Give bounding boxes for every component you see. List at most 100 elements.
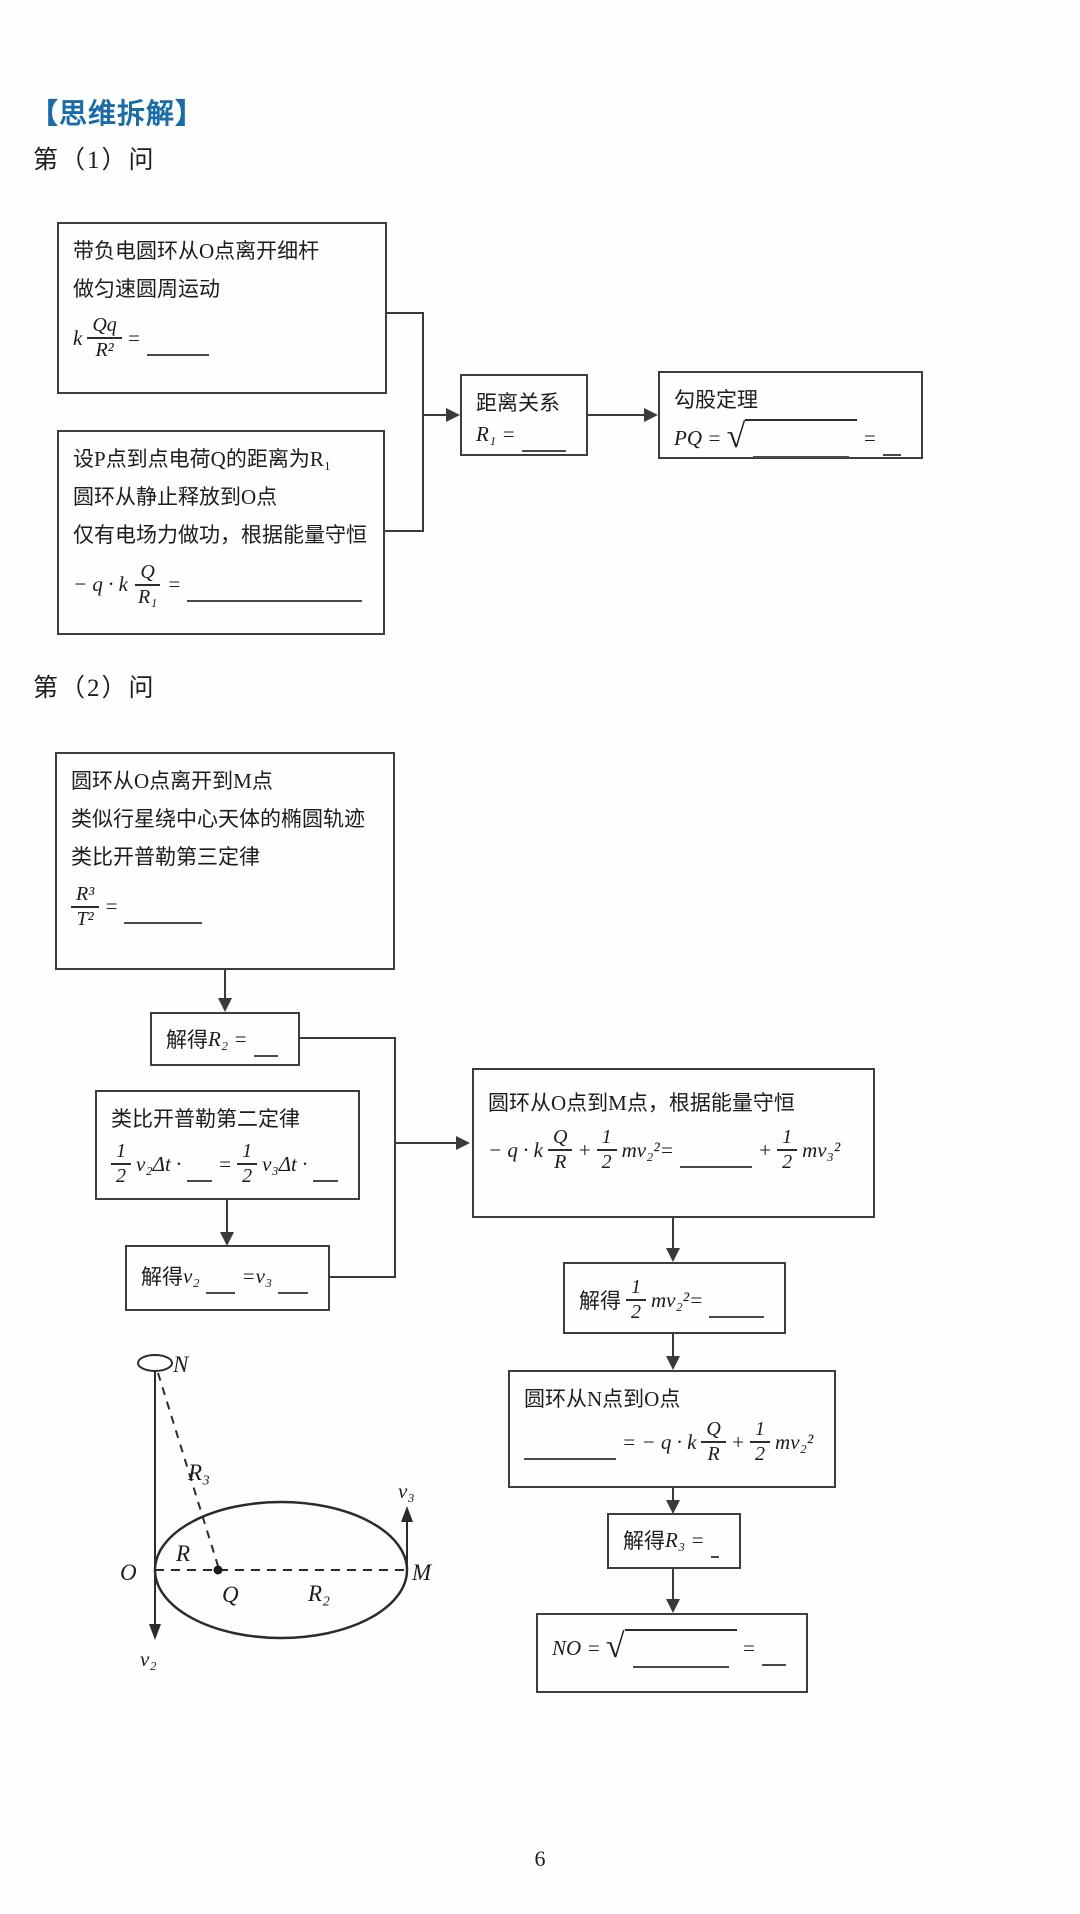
math-token: R² bbox=[95, 339, 114, 362]
math-token: v₂ bbox=[183, 1263, 200, 1288]
math-token: = bbox=[586, 1636, 601, 1660]
math-token: = bbox=[104, 894, 119, 919]
arrowhead-up bbox=[401, 1506, 413, 1522]
flow-box-kepler-second-law: 类比开普勒第二定律 1 2 v₂Δt · = 1 2 v₃Δt · bbox=[95, 1090, 360, 1200]
fill-blank bbox=[187, 1159, 212, 1182]
label-v3: v₃ bbox=[398, 1479, 415, 1503]
math-token: R₃ bbox=[665, 1527, 686, 1552]
math-token: − q · k bbox=[488, 1137, 543, 1162]
arrowhead-right bbox=[644, 408, 658, 422]
flow-box-no-result: NO = √ = bbox=[536, 1613, 808, 1693]
math-token: PQ bbox=[674, 426, 702, 451]
box-text: 做匀速圆周运动 bbox=[73, 277, 220, 302]
math-token: 1 bbox=[750, 1418, 771, 1444]
formula-energy-om: − q · k Q R + 1 2 mv₂² = + 1 2 mv₃² bbox=[488, 1126, 859, 1174]
math-token: = bbox=[690, 1527, 705, 1552]
fraction: 1 2 bbox=[596, 1126, 617, 1174]
fill-blank bbox=[253, 1034, 278, 1057]
label-r2: R₂ bbox=[307, 1581, 330, 1606]
formula-no: NO = √ = bbox=[552, 1629, 792, 1668]
math-token: 2 bbox=[116, 1165, 126, 1188]
arrowhead-down bbox=[666, 1248, 680, 1262]
connector-line bbox=[394, 1142, 456, 1144]
fraction: R³ T² bbox=[71, 883, 100, 931]
flow-box-solve-r2: 解得 R₂ = bbox=[150, 1012, 300, 1066]
math-token: R bbox=[707, 1443, 720, 1466]
math-token: Q bbox=[701, 1418, 726, 1444]
box-text: 勾股定理 bbox=[674, 388, 758, 412]
flow-box-energy-conservation-no: 圆环从N点到O点 = − q · k Q R + 1 2 mv₂² bbox=[508, 1370, 836, 1488]
math-token: R₁ bbox=[138, 585, 158, 608]
box-text: 圆环从N点到O点 bbox=[524, 1387, 681, 1411]
sqrt-sign: √ bbox=[605, 1627, 625, 1665]
fill-blank bbox=[632, 1645, 729, 1668]
math-token: 1 bbox=[777, 1126, 798, 1152]
math-token: = bbox=[689, 1287, 704, 1312]
math-token: v₃ bbox=[255, 1263, 273, 1288]
connector-line bbox=[383, 530, 424, 532]
formula-kepler2: 1 2 v₂Δt · = 1 2 v₃Δt · bbox=[111, 1140, 344, 1188]
fraction: Q R bbox=[701, 1418, 726, 1466]
label-o: O bbox=[120, 1560, 137, 1585]
box-text: 带负电圆环从O点离开细杆 bbox=[73, 239, 320, 263]
connector-line bbox=[672, 1488, 674, 1502]
connector-line bbox=[394, 1037, 396, 1277]
math-token: = bbox=[167, 572, 182, 597]
math-token: mv₂² bbox=[775, 1429, 814, 1454]
formula-pq: PQ = √ = bbox=[674, 419, 907, 459]
math-token: + bbox=[757, 1137, 773, 1162]
ring-icon bbox=[137, 1354, 173, 1372]
box-text: 类似行星绕中心天体的椭圆轨迹 bbox=[71, 807, 365, 832]
arrowhead-right bbox=[446, 408, 460, 422]
fill-blank bbox=[187, 579, 363, 603]
box-text: 仅有电场力做功，根据能量守恒 bbox=[73, 523, 367, 548]
math-token: mv₃² bbox=[802, 1137, 841, 1162]
math-token: T² bbox=[76, 907, 94, 930]
formula-energy-1: − q · k Q R₁ = bbox=[73, 561, 369, 609]
connector-line bbox=[224, 970, 226, 1000]
flow-box-energy-conservation-om: 圆环从O点到M点，根据能量守恒 − q · k Q R + 1 2 mv₂² =… bbox=[472, 1068, 875, 1218]
flow-box-uniform-circular-motion: 带负电圆环从O点离开细杆 做匀速圆周运动 k Qq R² = bbox=[57, 222, 387, 394]
fraction: Q R bbox=[548, 1126, 573, 1174]
math-token: + bbox=[730, 1429, 746, 1454]
math-token: = bbox=[862, 426, 877, 451]
math-token: R³ bbox=[71, 883, 100, 908]
arrowhead-down bbox=[666, 1356, 680, 1370]
connector-line bbox=[226, 1200, 228, 1234]
math-token: 1 bbox=[626, 1276, 646, 1301]
page-title: 【思维拆解】 bbox=[30, 99, 205, 130]
math-token: = bbox=[659, 1137, 674, 1162]
box-text: 圆环从O点离开到M点 bbox=[71, 769, 273, 793]
fraction: 1 2 bbox=[111, 1140, 131, 1188]
cn-token: 解得 bbox=[166, 1028, 208, 1052]
flow-box-solve-kinetic-energy: 解得 1 2 mv₂² = bbox=[563, 1262, 786, 1334]
box-text: 圆环从O点到M点，根据能量守恒 bbox=[488, 1091, 795, 1115]
dashed-r3-line bbox=[157, 1372, 219, 1567]
connector-line bbox=[330, 1276, 396, 1278]
math-token: k bbox=[73, 325, 83, 350]
math-token: v₃Δt · bbox=[262, 1151, 308, 1176]
fraction: 1 2 bbox=[777, 1126, 798, 1174]
connector-line bbox=[672, 1569, 674, 1601]
label-q: Q bbox=[222, 1582, 239, 1607]
ellipse-orbit-diagram: N v₂ R₃ O M Q R R₂ v₃ bbox=[120, 1352, 433, 1671]
math-token: = bbox=[126, 325, 141, 350]
math-token: = bbox=[233, 1026, 248, 1051]
formula-solve-r2: 解得 R₂ = bbox=[166, 1024, 284, 1057]
cn-token: 解得 bbox=[141, 1265, 183, 1289]
connector-line bbox=[422, 312, 424, 532]
question-2-label: 第（2）问 bbox=[33, 675, 156, 702]
math-token: Q bbox=[548, 1126, 573, 1152]
math-token: 2 bbox=[755, 1443, 766, 1466]
connector-line bbox=[588, 414, 644, 416]
math-token: 1 bbox=[111, 1140, 131, 1166]
box-text: 设P点到点电荷Q的距离为R₁ bbox=[73, 447, 332, 471]
math-token: NO bbox=[552, 1636, 582, 1660]
radicand bbox=[745, 419, 858, 459]
page-number: 6 bbox=[534, 1846, 546, 1871]
box-text: 距离关系 bbox=[476, 391, 560, 415]
math-token: = bbox=[501, 422, 516, 447]
box-text: 类比开普勒第二定律 bbox=[111, 1107, 300, 1131]
label-r: R bbox=[175, 1541, 190, 1566]
